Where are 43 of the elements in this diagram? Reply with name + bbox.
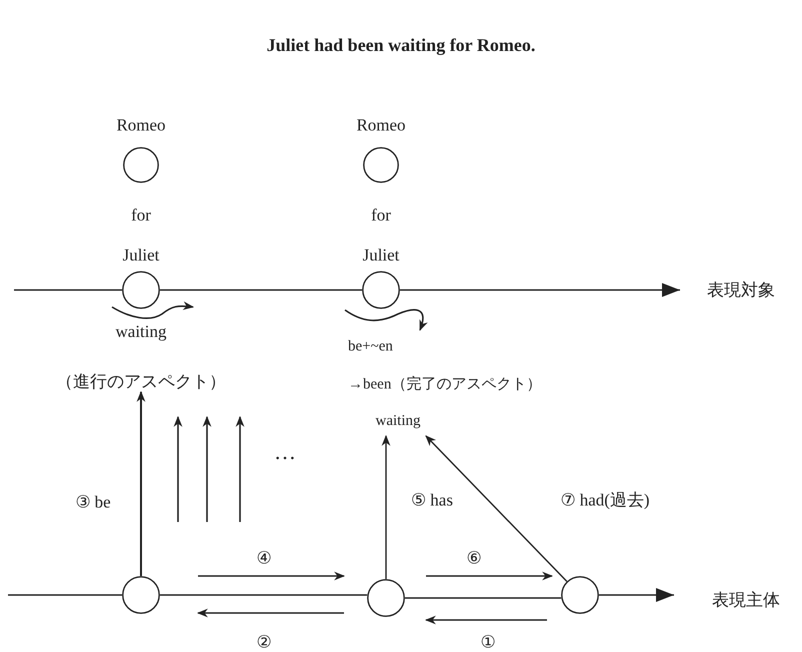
line xyxy=(160,289,362,291)
note-text: be+~en xyxy=(348,340,393,354)
title: Juliet had been waiting for Romeo. xyxy=(266,36,536,54)
name-label: Juliet xyxy=(362,246,400,264)
axis-label: 表現対象 xyxy=(707,282,775,298)
line xyxy=(8,594,122,596)
name-label: Romeo xyxy=(356,116,406,134)
circle xyxy=(122,576,160,614)
axis-label: 表現主体 xyxy=(712,592,780,608)
word-label: for xyxy=(371,206,391,224)
name-label: Romeo xyxy=(116,116,166,134)
ellipsis: … xyxy=(274,441,296,463)
circle xyxy=(362,271,400,309)
circle xyxy=(122,271,160,309)
circle xyxy=(363,147,399,183)
arrow xyxy=(198,572,346,580)
arrow xyxy=(400,283,680,297)
arrow xyxy=(382,434,390,579)
arrow xyxy=(599,588,674,602)
word-label: （進行のアスペクト） xyxy=(56,372,226,392)
arrow xyxy=(424,616,547,624)
word-label: waiting xyxy=(116,322,166,342)
word-label: waiting xyxy=(376,412,420,430)
line xyxy=(14,289,122,291)
edge-label: ① xyxy=(480,634,496,650)
circle xyxy=(367,579,405,617)
edge-label: ⑥ xyxy=(466,550,482,566)
edge-label: ④ xyxy=(256,550,272,566)
arrow xyxy=(196,608,344,618)
line xyxy=(160,594,368,596)
arrow xyxy=(425,435,568,582)
edge-label: ② xyxy=(256,634,272,650)
note-text: →been（完了のアスペクト） xyxy=(348,378,542,392)
word-label: for xyxy=(131,206,151,224)
circle xyxy=(561,576,599,614)
circle xyxy=(123,147,159,183)
name-label: Juliet xyxy=(122,246,160,264)
edge-label: ⑦ had(過去) xyxy=(560,492,650,508)
edge-label: ⑤ has xyxy=(411,492,453,508)
edge-label: ③ be xyxy=(75,494,111,510)
line xyxy=(405,597,562,599)
arrow xyxy=(426,572,554,580)
arrow xyxy=(136,390,146,576)
